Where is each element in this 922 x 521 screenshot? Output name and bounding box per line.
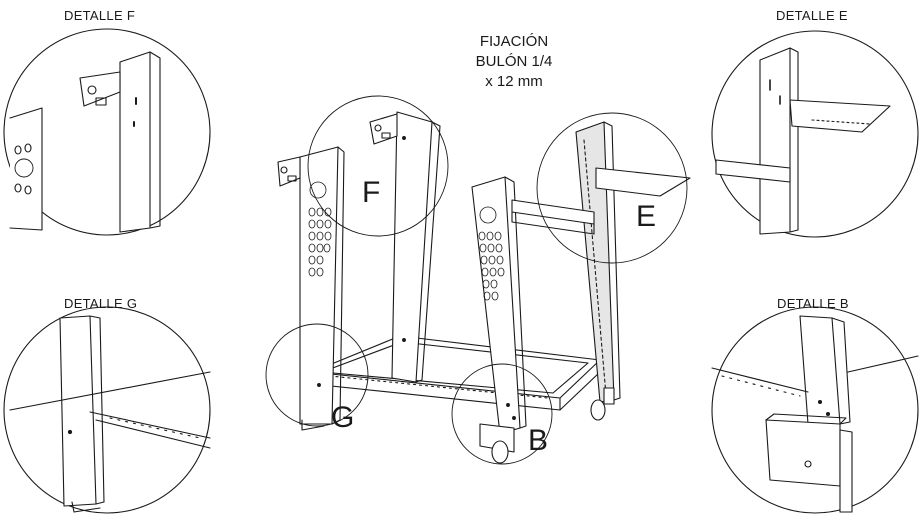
callout-letter-e: E xyxy=(636,200,657,233)
callout-circle-f xyxy=(307,95,449,237)
detail-e-view xyxy=(711,30,919,238)
hex-pattern-right xyxy=(478,206,505,301)
callout-circle-g xyxy=(265,323,369,427)
detail-f-view xyxy=(3,28,211,236)
bottom-frame xyxy=(311,335,601,411)
detail-g-label: DETALLE G xyxy=(64,296,138,311)
callout-circle-b xyxy=(451,363,553,465)
stand-assembly xyxy=(277,111,691,464)
callout-letter-f: F xyxy=(362,176,381,209)
hex-pattern-left xyxy=(308,181,332,277)
wheel-back xyxy=(590,387,615,421)
detail-b-view xyxy=(711,306,919,514)
callout-circles xyxy=(265,95,688,465)
detail-b-label: DETALLE B xyxy=(777,296,849,311)
fixing-line-2: BULÓN 1/4 xyxy=(475,53,553,70)
wheel-front xyxy=(479,423,515,464)
detail-g-view xyxy=(3,306,211,514)
callout-letter-b: B xyxy=(528,424,549,457)
detail-f-label: DETALLE F xyxy=(64,8,136,23)
detail-e-label: DETALLE E xyxy=(776,8,848,23)
leg-left-front xyxy=(277,146,345,431)
fixing-line-1: FIJACIÓN xyxy=(479,33,549,50)
fixing-note: FIJACIÓN BULÓN 1/4 x 12 mm xyxy=(464,32,564,92)
leg-right-front xyxy=(471,176,527,435)
callout-circle-e xyxy=(536,112,688,264)
leg-left-back xyxy=(369,111,441,383)
callout-letter-g: G xyxy=(331,401,355,434)
fixing-line-3: x 12 mm xyxy=(485,73,543,90)
bracket-e xyxy=(511,167,691,235)
